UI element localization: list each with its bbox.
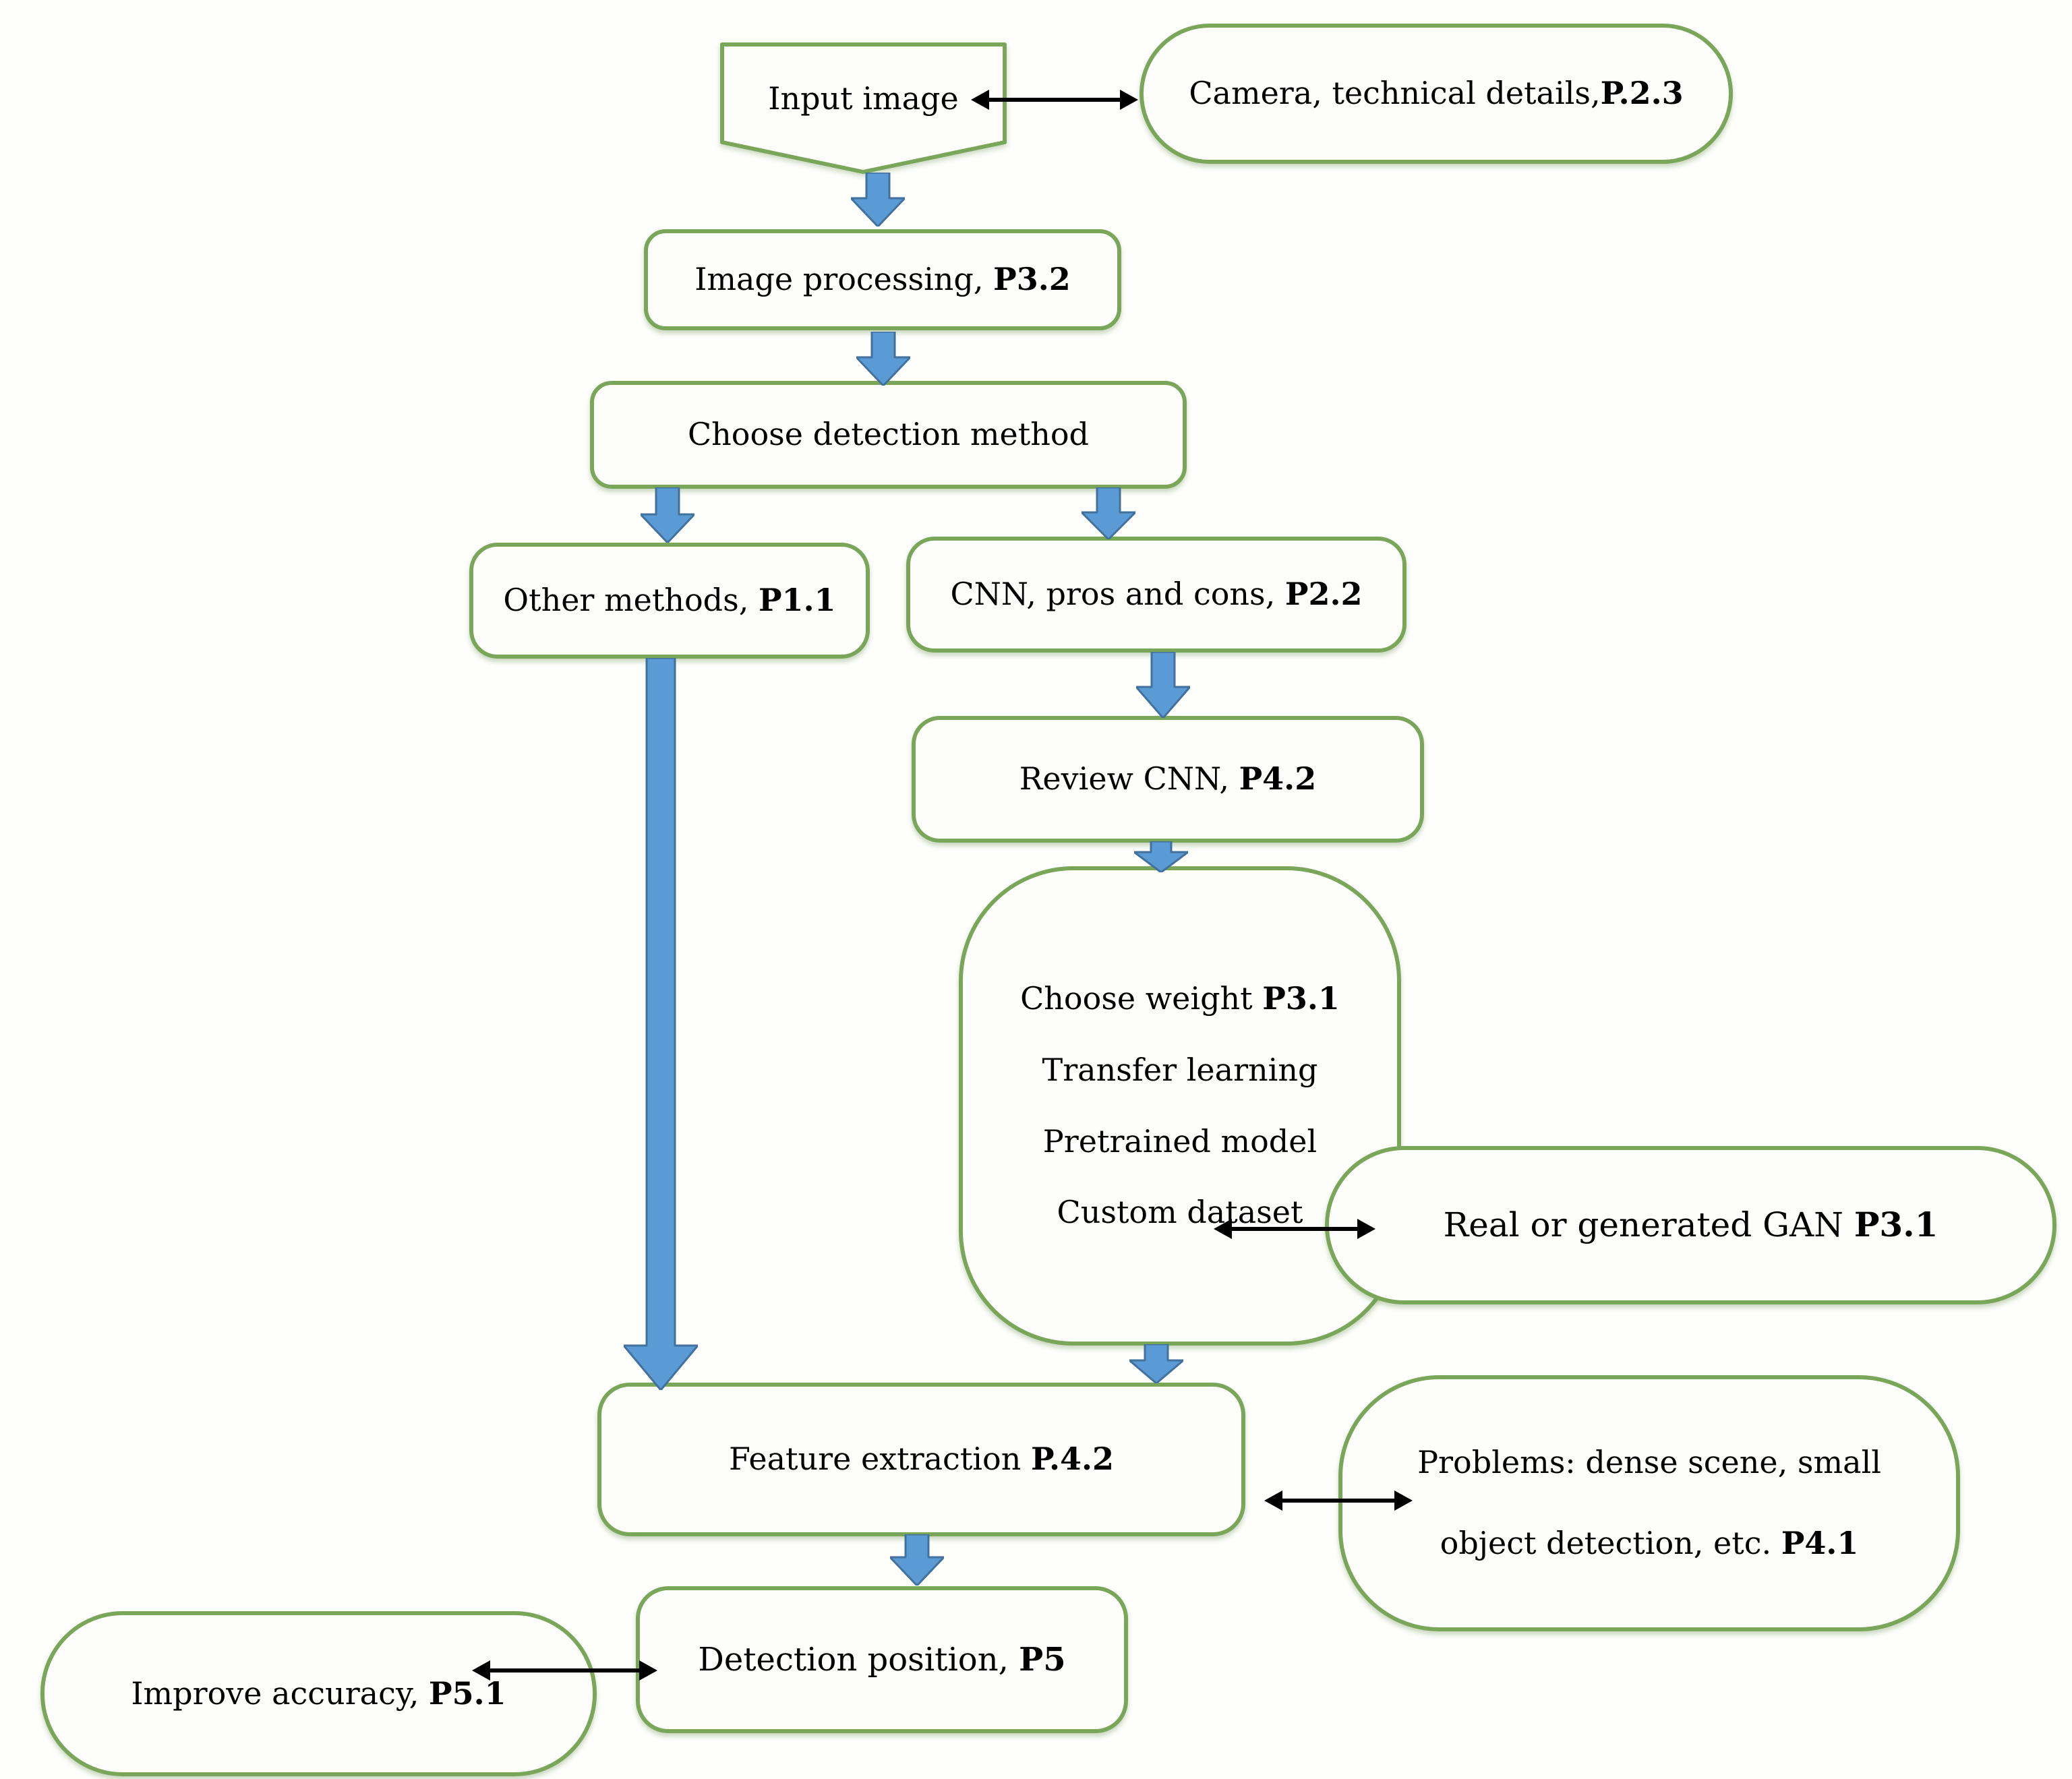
- node-choose-weight: Choose weight P3.1 Transfer learning Pre…: [959, 866, 1401, 1346]
- node-detection-position: Detection position, P5: [636, 1586, 1128, 1733]
- pentagon-shape-icon: [720, 42, 1007, 174]
- node-camera-details: Camera, technical details,P.2.3: [1139, 24, 1733, 164]
- node-feature-extraction: Feature extraction P.4.2: [597, 1383, 1245, 1536]
- node-review-cnn: Review CNN, P4.2: [912, 716, 1424, 843]
- node-input-image-label: Input image: [768, 80, 959, 117]
- node-improve-accuracy: Improve accuracy, P5.1: [40, 1611, 597, 1776]
- arrow-weights-to-feature-icon: [1129, 1344, 1183, 1383]
- arrow-choose-to-cnn-icon: [1082, 487, 1135, 539]
- arrow-input-to-processing-icon: [851, 173, 905, 227]
- arrow-feature-to-detection-icon: [890, 1534, 944, 1586]
- node-choose-detection-method: Choose detection method: [590, 381, 1187, 489]
- connector-dataset-gan-icon: [1214, 1219, 1375, 1239]
- arrow-processing-to-choose-icon: [856, 332, 910, 386]
- problems-line: Problems: dense scene, small: [1417, 1444, 1881, 1481]
- connector-improve-detection-icon: [472, 1660, 657, 1681]
- node-problems: Problems: dense scene, small object dete…: [1338, 1375, 1960, 1631]
- weights-line: Pretrained model: [1042, 1122, 1318, 1159]
- node-input-image: Input image: [720, 42, 1007, 174]
- node-image-processing: Image processing, P3.2: [644, 229, 1121, 330]
- node-real-or-generated-gan: Real or generated GAN P3.1: [1325, 1146, 2056, 1304]
- weights-line: Transfer learning: [1042, 1051, 1318, 1088]
- connector-feature-problems-icon: [1264, 1490, 1413, 1511]
- arrow-other-methods-to-feature-icon: [624, 658, 698, 1390]
- arrow-choose-to-other-icon: [641, 487, 694, 543]
- weights-line: Choose weight P3.1: [1020, 979, 1340, 1017]
- connector-input-camera-icon: [971, 90, 1138, 110]
- arrow-review-to-weights-icon: [1134, 841, 1188, 872]
- node-other-methods: Other methods, P1.1: [469, 543, 870, 659]
- problems-line: object detection, etc. P4.1: [1440, 1525, 1859, 1561]
- arrow-cnn-to-review-icon: [1136, 652, 1190, 718]
- node-cnn-pros-cons: CNN, pros and cons, P2.2: [906, 537, 1407, 653]
- weights-line: Custom dataset: [1057, 1194, 1303, 1231]
